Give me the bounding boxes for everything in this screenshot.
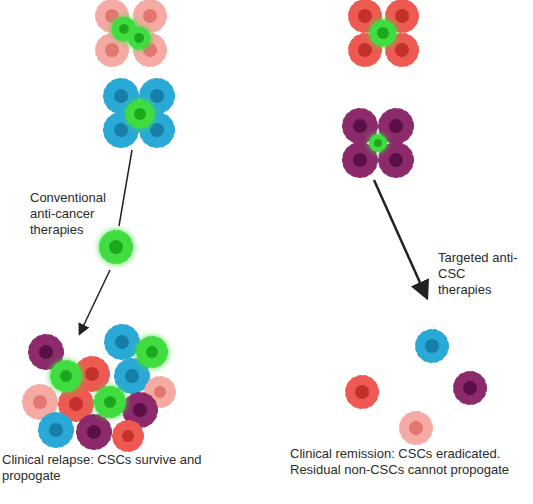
cell — [347, 377, 377, 407]
cell — [455, 373, 485, 403]
arrow — [374, 180, 426, 296]
cell — [114, 422, 142, 450]
stem-cell — [129, 28, 149, 48]
cell — [78, 416, 110, 448]
text-label: Conventional anti-cancer therapies — [30, 190, 118, 238]
therapy-line — [119, 150, 132, 226]
arrow — [80, 270, 110, 333]
cell — [106, 326, 138, 358]
cell — [401, 413, 431, 443]
cell — [344, 110, 376, 142]
cell-cluster — [97, 1, 165, 65]
stem-cell — [52, 362, 80, 390]
cell — [24, 386, 56, 418]
stem-cell — [370, 135, 386, 151]
cell — [417, 331, 447, 361]
cell-cluster — [105, 80, 173, 146]
cell — [40, 414, 72, 446]
cell-cluster — [350, 1, 417, 65]
stem-cell — [101, 232, 131, 262]
residual-cells — [347, 331, 485, 443]
stem-cell — [127, 101, 153, 127]
cell — [344, 144, 376, 176]
cell — [135, 1, 165, 31]
stem-cell — [96, 388, 124, 416]
text-label: Clinical remission: CSCs eradicated. Res… — [290, 446, 510, 478]
text-label: Clinical relapse: CSCs survive and propo… — [2, 452, 202, 484]
text-label: Targeted anti-CSC therapies — [438, 250, 518, 298]
stem-cell — [371, 21, 395, 45]
cell-cluster — [24, 326, 174, 450]
cell-cluster — [344, 110, 412, 176]
stem-cell — [138, 338, 166, 366]
